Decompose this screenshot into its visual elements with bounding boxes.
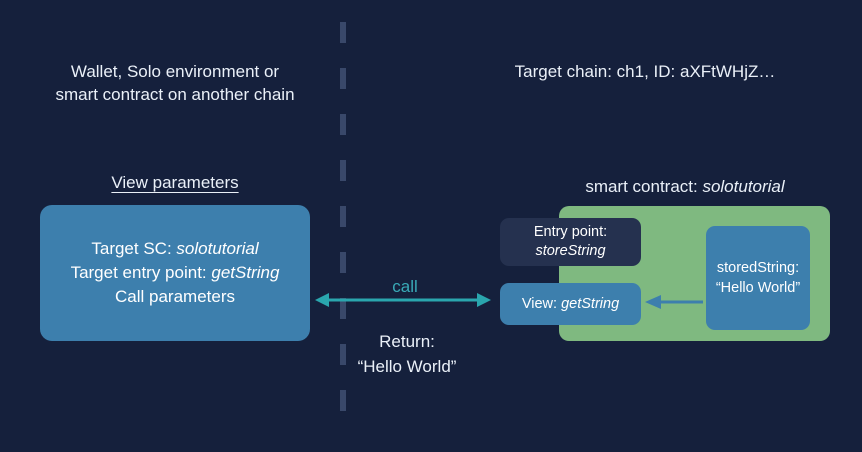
right-column-header: Target chain: ch1, ID: aXFtWHjZ… — [514, 62, 776, 81]
stored-string-box: storedString: “Hello World” — [706, 226, 810, 330]
stored-string-line1: storedString: — [716, 260, 800, 276]
target-sc-value: solotutorial — [176, 239, 259, 258]
call-parameters-label: Call parameters — [115, 287, 235, 306]
view-box-label: View: — [521, 295, 562, 312]
view-box-text: View: getString — [522, 295, 619, 314]
entry-point-line2: storeString — [535, 243, 606, 259]
view-parameters-box: Target SC: solotutorial Target entry poi… — [40, 205, 310, 341]
return-label: Return: “Hello World” — [357, 332, 457, 376]
entry-point-line1: Entry point: — [533, 224, 608, 240]
target-entry-point-value: getString — [211, 263, 280, 282]
double-headed-horizontal-arrow-icon — [315, 293, 491, 307]
view-parameters-row-call-parameters: Call parameters — [115, 285, 235, 309]
smart-contract-title-label: smart contract: — [585, 177, 703, 196]
smart-contract-title: smart contract: solotutorial — [520, 177, 850, 197]
entry-point-box: Entry point: storeString — [500, 218, 641, 266]
vertical-dashed-divider — [340, 22, 346, 430]
view-box-value: getString — [561, 295, 620, 312]
smart-contract-title-value: solotutorial — [702, 177, 785, 196]
stored-string-line2: “Hello World” — [715, 280, 801, 296]
target-sc-label: Target SC: — [91, 239, 177, 258]
left-column-header: Wallet, Solo environment or smart contra… — [55, 62, 295, 104]
call-label: call — [392, 277, 418, 296]
view-parameters-row-target-sc: Target SC: solotutorial — [91, 237, 258, 261]
view-parameters-row-entry-point: Target entry point: getString — [71, 261, 280, 285]
target-entry-point-label: Target entry point: — [70, 263, 212, 282]
left-arrow-icon — [645, 295, 703, 309]
view-getstring-box: View: getString — [500, 283, 641, 325]
view-parameters-title: View parameters — [111, 173, 239, 192]
